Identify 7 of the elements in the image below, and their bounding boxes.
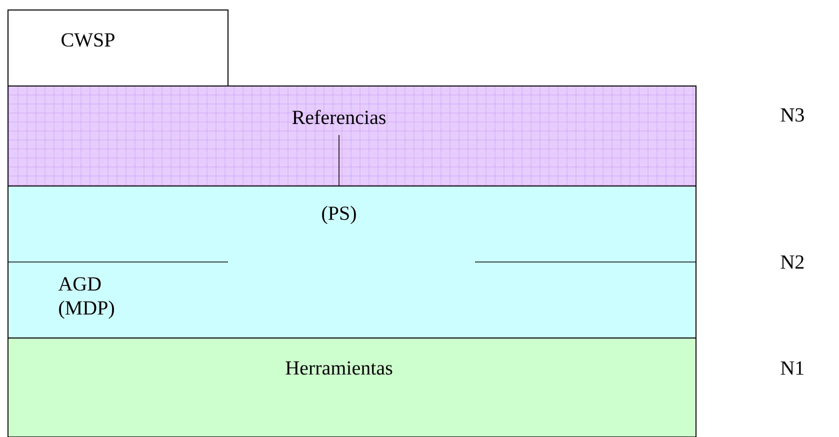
label-box: CWSP xyxy=(8,10,228,86)
layer-band: Herramientas xyxy=(8,338,696,437)
module-label: AGD (MDP) xyxy=(58,277,114,319)
level-label: N1 xyxy=(780,361,804,375)
layer-band: Referencias xyxy=(8,86,696,186)
level-label: N3 xyxy=(780,108,804,122)
level-label: N2 xyxy=(780,255,804,269)
